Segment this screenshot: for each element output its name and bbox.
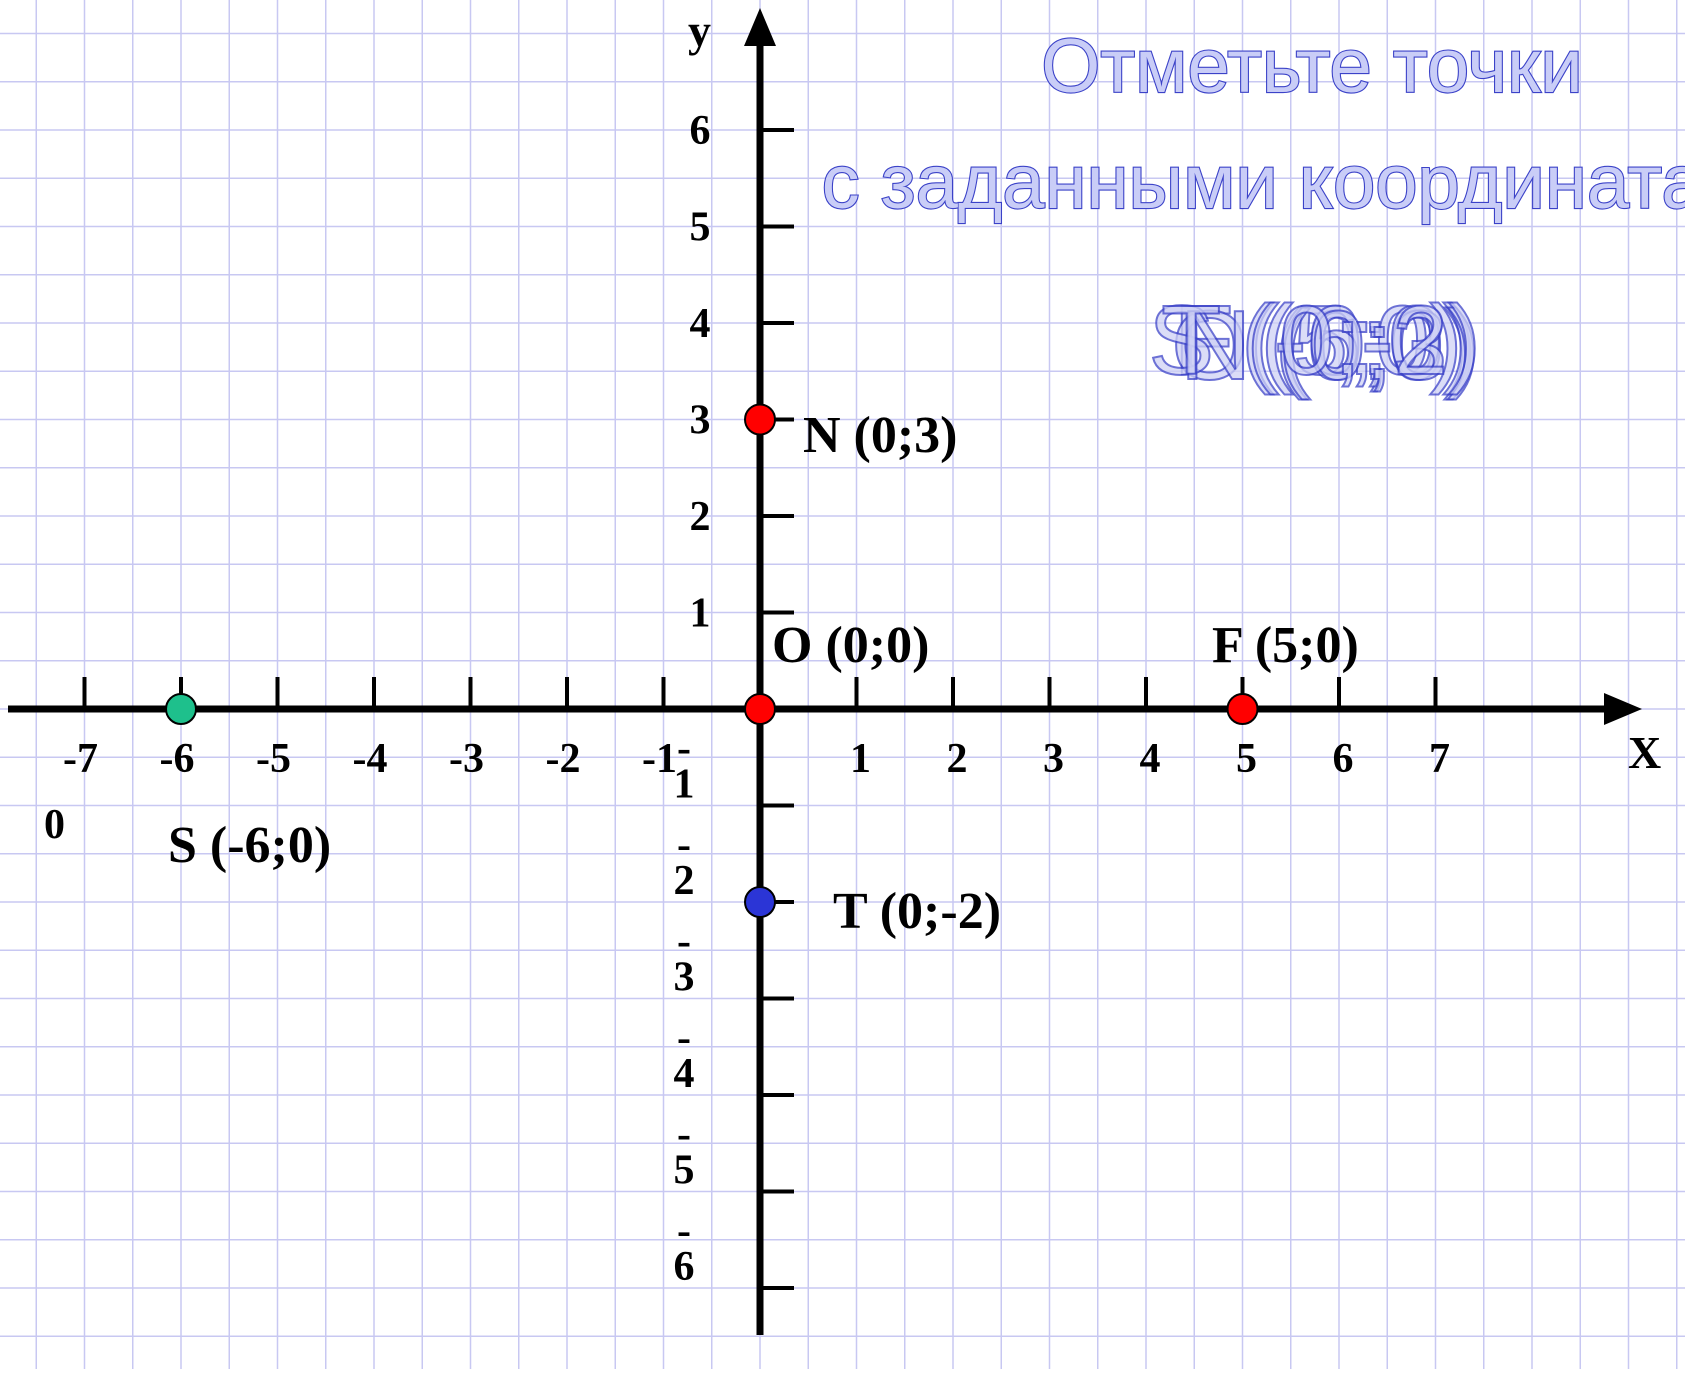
x-tick-label: 5 [1236, 736, 1257, 782]
point-label-f: F (5;0) [1212, 617, 1359, 674]
point-label-o: O (0;0) [772, 617, 929, 674]
point-label-n: N (0;3) [803, 407, 958, 464]
y-tick-minus: - [677, 726, 691, 772]
y-tick-label: 5 [690, 205, 711, 251]
y-tick-label: 4 [690, 301, 711, 347]
y-tick-label: 6 [674, 1244, 695, 1290]
y-tick-label: 1 [690, 591, 711, 637]
y-tick-label: 2 [674, 858, 695, 904]
overlapping-label: F (5;0) [1174, 285, 1463, 395]
point-n [744, 403, 776, 436]
x-tick-label: -2 [546, 736, 581, 782]
title-line-1: Отметьте точки [1041, 24, 1583, 109]
y-tick-label: 3 [674, 955, 695, 1001]
x-tick-label: 4 [1140, 736, 1161, 782]
point-t [744, 886, 776, 918]
overlapping-label: T (0;-2) [1161, 285, 1480, 395]
x-tick-label: -5 [256, 736, 291, 782]
y-tick-label: 3 [690, 398, 711, 444]
x-axis-arrow [1604, 693, 1642, 725]
x-axis-label: X [1628, 727, 1661, 778]
y-tick-label: 1 [674, 762, 695, 808]
y-axis-arrow [744, 8, 776, 46]
x-tick-label: -6 [160, 736, 195, 782]
y-tick-minus: - [677, 919, 691, 965]
x-tick-label: -1 [642, 736, 677, 782]
overlapping-label: N (0;3) [1180, 290, 1480, 400]
stray-zero-label: 0 [44, 802, 65, 848]
axis-ticks [82, 128, 1438, 1290]
overlapping-coordinate-labels: F (5;0)O (0;0)S (-6;0)N (0;3)T (0;-2) [1148, 284, 1482, 401]
point-label-t: T (0;-2) [833, 883, 1001, 940]
point-label-s: S (-6;0) [168, 817, 331, 874]
x-tick-label: -3 [449, 736, 484, 782]
y-tick-label: 5 [674, 1148, 695, 1194]
x-tick-label: -4 [353, 736, 388, 782]
x-tick-label: -7 [63, 736, 98, 782]
point-o [744, 693, 776, 725]
plotted-points: N (0;3) O (0;0) F (5;0) S (-6;0) T (0;-2) [165, 403, 1359, 940]
x-tick-label: 6 [1333, 736, 1354, 782]
overlapping-label: O (0;0) [1172, 290, 1477, 400]
y-tick-minus: - [677, 1208, 691, 1254]
y-axis-label: у [688, 5, 711, 56]
overlapping-label: S (-6;0) [1149, 285, 1476, 395]
title-line-2: с заданными координатами [822, 140, 1685, 225]
y-tick-label: 4 [674, 1051, 695, 1097]
x-tick-label: 2 [947, 736, 968, 782]
x-tick-label: 3 [1043, 736, 1064, 782]
axes [8, 8, 1642, 1335]
x-tick-label: 1 [850, 736, 871, 782]
y-tick-label: 6 [690, 108, 711, 154]
y-tick-minus: - [677, 822, 691, 868]
y-tick-minus: - [677, 1015, 691, 1061]
point-s [165, 693, 197, 725]
point-f [1226, 693, 1259, 725]
y-tick-label: 2 [690, 494, 711, 540]
x-tick-label: 7 [1429, 736, 1450, 782]
y-tick-minus: - [677, 1112, 691, 1158]
